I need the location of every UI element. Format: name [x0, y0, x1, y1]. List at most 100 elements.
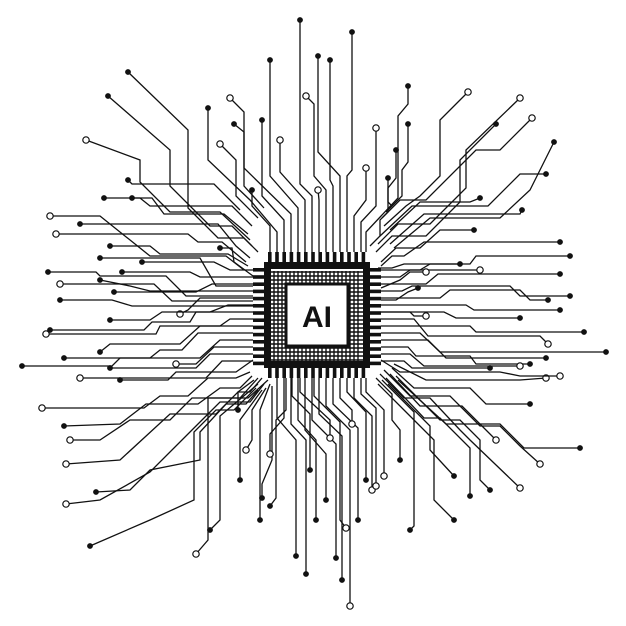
trace-terminal-dot: [77, 221, 83, 227]
trace-terminal-dot: [313, 517, 319, 523]
circuit-trace: [381, 304, 560, 311]
trace-terminal-dot: [117, 377, 123, 383]
circuit-trace: [207, 108, 278, 252]
circuit-trace: [313, 378, 347, 529]
circuit-trace: [353, 168, 367, 252]
circuit-trace: [318, 378, 343, 580]
circuit-trace: [346, 378, 367, 480]
circuit-trace: [299, 20, 313, 252]
circuit-trace: [381, 311, 426, 317]
circuit-trace: [391, 367, 530, 405]
trace-terminal-dot: [107, 317, 113, 323]
circuit-trace: [65, 383, 265, 505]
circuit-trace: [80, 223, 251, 259]
trace-terminal-dot: [267, 503, 273, 509]
circuit-trace: [346, 32, 353, 252]
trace-terminal-ring: [192, 550, 200, 558]
trace-terminal-dot: [297, 17, 303, 23]
trace-terminal-dot: [327, 57, 333, 63]
trace-terminal-dot: [61, 423, 67, 429]
circuit-trace: [365, 378, 385, 476]
circuit-trace: [360, 378, 377, 486]
trace-terminal-ring: [46, 212, 54, 220]
circuit-trace: [176, 346, 253, 365]
trace-terminal-dot: [97, 255, 103, 261]
circuit-trace: [381, 273, 560, 285]
trace-terminal-ring: [76, 374, 84, 382]
circuit-trace: [22, 339, 253, 367]
trace-terminal-ring: [56, 280, 64, 288]
circuit-trace: [381, 287, 419, 301]
trace-terminal-ring: [314, 186, 322, 194]
circuit-trace: [251, 190, 271, 252]
trace-terminal-dot: [397, 457, 403, 463]
circuit-trace: [381, 269, 480, 278]
circuit-trace: [332, 378, 359, 520]
trace-terminal-dot: [303, 571, 309, 577]
trace-terminal-dot: [107, 365, 113, 371]
trace-terminal-dot: [457, 261, 463, 267]
circuit-trace: [389, 197, 481, 231]
trace-terminal-dot: [407, 527, 413, 533]
circuit-trace: [114, 283, 253, 293]
trace-terminal-dot: [405, 83, 411, 89]
circuit-trace: [365, 86, 409, 252]
circuit-trace: [383, 91, 469, 227]
circuit-trace: [63, 375, 253, 427]
circuit-trace: [48, 271, 253, 297]
trace-terminal-ring: [380, 472, 388, 480]
trace-terminal-dot: [517, 315, 523, 321]
circuit-trace: [393, 141, 555, 249]
trace-terminal-dot: [363, 477, 369, 483]
trace-terminal-dot: [405, 121, 411, 127]
trace-terminal-dot: [101, 195, 107, 201]
trace-terminal-dot: [19, 363, 25, 369]
circuit-trace: [379, 373, 521, 489]
trace-terminal-dot: [567, 293, 573, 299]
trace-terminal-dot: [349, 29, 355, 35]
trace-terminal-dot: [315, 53, 321, 59]
chip-label: AI: [302, 301, 332, 334]
microchip-icon: AI: [253, 252, 381, 378]
trace-terminal-dot: [385, 175, 391, 181]
trace-terminal-dot: [87, 543, 93, 549]
trace-terminal-dot: [307, 467, 313, 473]
trace-terminal-dot: [45, 269, 51, 275]
trace-terminal-ring: [544, 340, 552, 348]
circuit-trace: [297, 378, 317, 520]
circuit-trace: [317, 56, 341, 252]
circuit-trace: [110, 304, 253, 321]
circuit-trace: [299, 378, 331, 438]
trace-terminal-dot: [355, 517, 361, 523]
circuit-trace: [381, 353, 520, 367]
trace-terminal-ring: [372, 482, 380, 490]
trace-terminal-ring: [464, 88, 472, 96]
circuit-trace: [237, 379, 255, 410]
circuit-trace: [329, 60, 334, 252]
circuit-trace: [233, 123, 265, 209]
trace-terminal-ring: [62, 500, 70, 508]
trace-terminal-dot: [217, 245, 223, 251]
trace-terminal-dot: [527, 401, 533, 407]
trace-terminal-dot: [567, 253, 573, 259]
trace-terminal-ring: [372, 124, 380, 132]
trace-terminal-dot: [235, 407, 241, 413]
trace-terminal-ring: [346, 602, 354, 610]
circuit-trace: [195, 379, 269, 555]
circuit-trace: [99, 279, 253, 292]
circuit-trace: [360, 128, 377, 252]
trace-terminal-dot: [97, 277, 103, 283]
trace-terminal-ring: [422, 268, 430, 276]
trace-terminal-ring: [348, 420, 356, 428]
circuit-trace: [375, 377, 401, 460]
trace-terminal-ring: [362, 164, 370, 172]
circuit-trace: [120, 359, 254, 381]
circuit-trace: [381, 285, 570, 297]
trace-terminal-ring: [216, 140, 224, 148]
circuit-trace: [239, 389, 263, 480]
trace-terminal-dot: [581, 329, 587, 335]
trace-terminal-dot: [93, 489, 99, 495]
circuit-trace: [381, 117, 533, 219]
trace-terminal-dot: [551, 139, 557, 145]
circuit-trace: [100, 257, 253, 287]
